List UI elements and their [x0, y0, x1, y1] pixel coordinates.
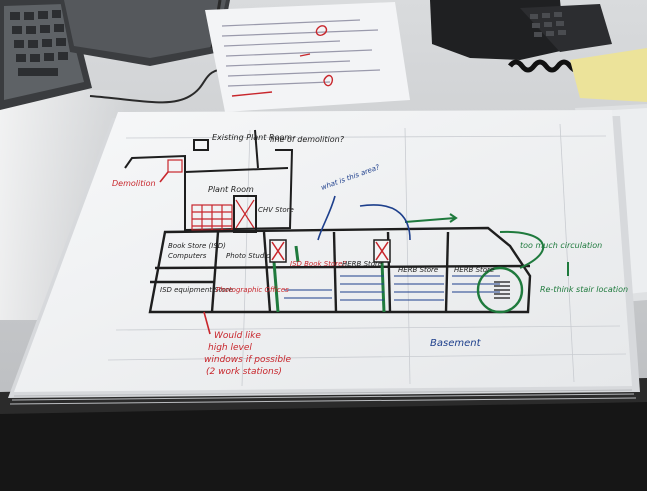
label-windows-line-3: windows if possible — [204, 355, 292, 365]
label-herb-store-1: HERB Store — [342, 260, 382, 268]
label-photographic-offices: Photographic Offices — [216, 286, 289, 294]
label-plant-room: Plant Room — [208, 185, 254, 194]
label-herb-store-2: HERB Store — [398, 266, 438, 274]
label-chv-store: CHV Store — [258, 206, 294, 214]
plan-grid — [107, 123, 627, 387]
label-book-store: Book Store (ISD) — [168, 242, 226, 250]
label-windows-line-1: Would like — [214, 331, 261, 341]
label-isd-book-store: ISD Book Store? — [290, 260, 346, 268]
keyboard-cable — [89, 67, 231, 104]
plan-sheet — [14, 110, 632, 392]
label-isd-equipment-store: ISD equipment Store — [160, 286, 233, 294]
red-leaders — [159, 171, 211, 335]
plan-annotations: Existing Plant Room line of demolition? … — [112, 133, 628, 377]
upper-building — [124, 129, 294, 233]
sticky-note-icon — [570, 48, 647, 102]
area-question-arrows — [317, 195, 411, 241]
label-computers: Computers — [168, 252, 207, 260]
label-windows-line-2: high level — [208, 343, 252, 353]
stair-corridors — [272, 245, 386, 313]
label-too-much-circulation: too much circulation — [520, 241, 602, 250]
label-rethink-stair-location: Re-think stair location — [540, 285, 628, 294]
label-line-of-demolition: line of demolition? — [270, 135, 345, 144]
label-herb-store-3: HERB Store — [454, 266, 494, 274]
desk-front-edge — [0, 398, 647, 491]
label-existing-plant-room: Existing Plant Room — [212, 133, 292, 142]
herb-shelving — [284, 275, 500, 301]
label-photo-studio: Photo Studio — [226, 252, 271, 260]
memo-page-icon — [205, 2, 410, 112]
stair-rethink-marker — [476, 266, 524, 314]
circulation-arrows — [404, 213, 569, 276]
label-demolition: Demolition — [112, 179, 156, 188]
telephone-icon — [430, 0, 612, 73]
label-windows-line-4: (2 work stations) — [206, 367, 282, 377]
label-basement: Basement — [430, 338, 482, 349]
stair-crosses — [271, 241, 389, 261]
demolition-hatch — [167, 159, 255, 231]
sheet-edge-lines — [9, 389, 637, 405]
